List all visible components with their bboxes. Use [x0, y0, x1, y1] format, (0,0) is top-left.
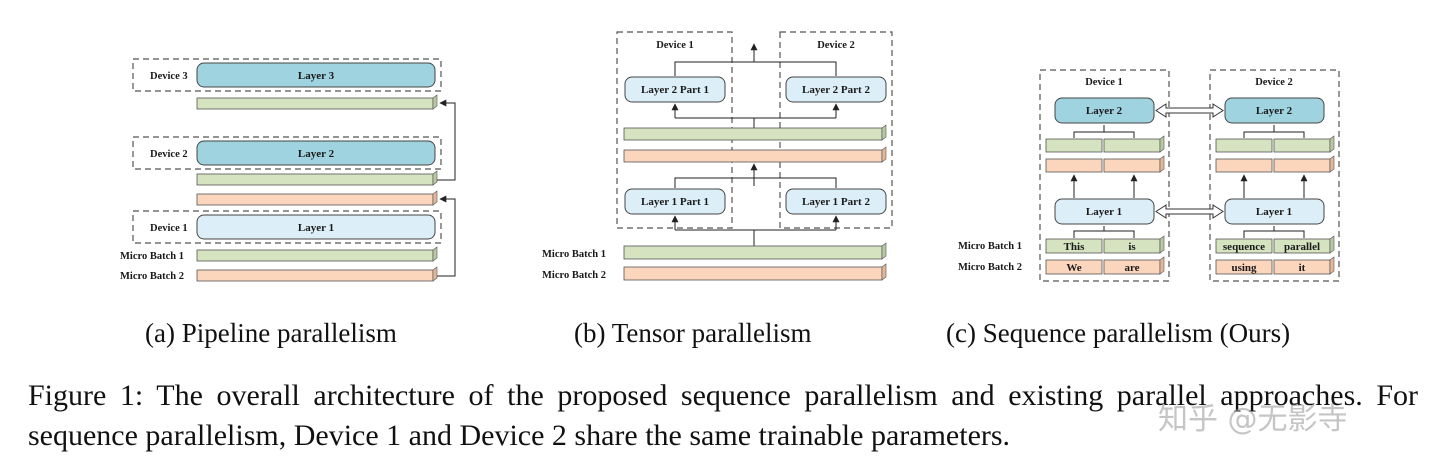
- caption-c: (c) Sequence parallelism (Ours): [946, 318, 1290, 348]
- bar-edge: [432, 246, 438, 262]
- layer-1-part-2-label: Layer 1 Part 2: [802, 196, 870, 208]
- orange-bar: [623, 149, 883, 163]
- micro-batch-1-label: Micro Batch 1: [120, 251, 184, 262]
- token-we: We: [1066, 262, 1081, 274]
- layer-1-label: Layer 1: [298, 222, 334, 234]
- panel-pipeline: Device 3 Layer 3 Device 2 Layer 2 Device…: [120, 58, 456, 348]
- micro-batch-1-label: Micro Batch 1: [542, 249, 606, 260]
- d2-upper-bars: [1215, 135, 1335, 173]
- bar-edge: [881, 146, 887, 163]
- device-2-label: Device 2: [817, 40, 855, 51]
- bar-edge: [432, 266, 438, 282]
- token-sequence: sequence: [1223, 241, 1265, 253]
- device-1-label: Device 1: [1085, 77, 1123, 88]
- orange-bar-mid: [196, 193, 434, 206]
- d1-layer-1-box: [1054, 198, 1155, 225]
- layer-2-part-1-box: [624, 76, 726, 103]
- route-arrow-2: [437, 99, 456, 181]
- layer-1-box: [196, 214, 436, 240]
- d1-tokens: [1045, 235, 1165, 275]
- d2-layer-2-box: [1224, 97, 1325, 124]
- token-it: it: [1299, 262, 1306, 274]
- device-1-box: [1039, 69, 1170, 282]
- micro-batch-2-bar: [196, 269, 434, 282]
- layer-2-box: [196, 140, 436, 166]
- d2-layer-1-label: Layer 1: [1256, 206, 1292, 218]
- token-is: is: [1128, 241, 1136, 253]
- d2-tokens: [1215, 235, 1335, 275]
- device-2-label: Device 2: [150, 149, 188, 160]
- panel-tensor: Device 1 Device 2 Layer 2 Part 1 Layer 2…: [542, 31, 893, 348]
- d1-layer-2-label: Layer 2: [1086, 105, 1123, 117]
- connector: [674, 177, 837, 188]
- token-parallel: parallel: [1284, 241, 1320, 253]
- micro-batch-2-label: Micro Batch 2: [120, 271, 184, 282]
- micro-batch-2-bar: [623, 266, 883, 281]
- d1-layer-2-box: [1054, 97, 1155, 124]
- d1-upper-bars: [1045, 135, 1165, 173]
- device-2-box: [132, 136, 442, 170]
- green-bar-top: [196, 97, 434, 110]
- d2-layer-2-label: Layer 2: [1256, 105, 1293, 117]
- layer-2-label: Layer 2: [298, 148, 335, 160]
- green-bar-mid: [196, 173, 434, 186]
- micro-batch-1-bar: [623, 245, 883, 260]
- route-arrow-1: [437, 195, 456, 277]
- connector: [1243, 131, 1305, 138]
- token-using: using: [1231, 262, 1257, 274]
- connector: [1073, 131, 1135, 138]
- bar-edge: [432, 190, 438, 206]
- caption-a: (a) Pipeline parallelism: [145, 318, 397, 348]
- device-2-label: Device 2: [1255, 77, 1293, 88]
- watermark: 知乎 @无影寺: [1158, 402, 1348, 437]
- layer-1-part-1-label: Layer 1 Part 1: [641, 196, 709, 208]
- bar-edge: [881, 263, 887, 281]
- d1-layer-1-label: Layer 1: [1086, 206, 1122, 218]
- token-are: are: [1124, 262, 1139, 274]
- layer-3-label: Layer 3: [298, 70, 335, 82]
- micro-batch-2-label: Micro Batch 2: [958, 262, 1022, 273]
- device-1-label: Device 1: [656, 40, 694, 51]
- device-1-box: [132, 210, 442, 244]
- figure-diagram: Device 3 Layer 3 Device 2 Layer 2 Device…: [120, 31, 1340, 348]
- figure-caption: Figure 1: The overall architecture of th…: [28, 379, 1418, 452]
- layer-2-part-2-box: [785, 76, 887, 103]
- device-2-box: [1209, 69, 1340, 282]
- layer-2-part-2-label: Layer 2 Part 2: [802, 84, 870, 96]
- bar-edge: [881, 242, 887, 260]
- micro-batch-2-label: Micro Batch 2: [542, 270, 606, 281]
- d2-layer-1-box: [1224, 198, 1325, 225]
- shared-arrow-layer-1: [1155, 204, 1224, 219]
- layer-1-part-1-box: [624, 188, 726, 215]
- green-bar: [623, 127, 883, 141]
- bar-edge: [432, 94, 438, 110]
- layer-2-part-1-label: Layer 2 Part 1: [641, 84, 709, 96]
- bar-edge: [881, 124, 887, 141]
- connector: [1073, 230, 1135, 238]
- device-3-box: [132, 58, 442, 92]
- layer-3-box: [196, 62, 436, 88]
- connector: [674, 61, 837, 76]
- device-1-label: Device 1: [150, 223, 188, 234]
- device-3-label: Device 3: [150, 71, 188, 82]
- micro-batch-1-bar: [196, 249, 434, 262]
- bar-edge: [432, 170, 438, 186]
- connector: [1243, 230, 1305, 238]
- panel-sequence: Device 1 Device 2 Layer 2 Layer 2: [946, 69, 1340, 348]
- token-this: This: [1064, 241, 1086, 253]
- shared-arrow-layer-2: [1155, 103, 1224, 118]
- micro-batch-1-label: Micro Batch 1: [958, 241, 1022, 252]
- layer-1-part-2-box: [785, 188, 887, 215]
- caption-b: (b) Tensor parallelism: [574, 318, 812, 348]
